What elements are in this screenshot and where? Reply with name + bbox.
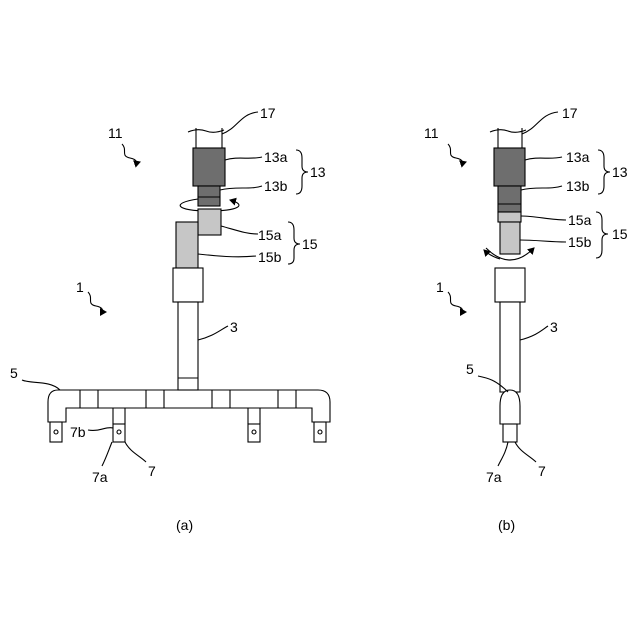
panel-a [22, 112, 330, 466]
label-a-3: 3 [230, 319, 238, 335]
label-b-15a: 15a [568, 212, 592, 228]
label-a-7: 7 [148, 463, 156, 479]
label-a-13a: 13a [264, 149, 288, 165]
connector-block [173, 268, 203, 302]
shaft-3-b [500, 302, 520, 392]
foot-7-right-outer [314, 422, 326, 442]
unit-13a [193, 148, 225, 186]
unit-13b-b [498, 186, 521, 212]
label-a-5: 5 [10, 365, 18, 381]
label-b-13: 13 [612, 164, 628, 180]
label-b-13a: 13a [566, 149, 590, 165]
label-b-11: 11 [424, 125, 439, 141]
connector-block-b [495, 268, 525, 302]
label-a-7b: 7b [70, 424, 86, 440]
caption-b: (b) [498, 517, 515, 533]
foot-7-left-outer [50, 422, 62, 442]
unit-15a-b [498, 212, 521, 222]
unit-15b-b [500, 222, 520, 254]
label-b-7a: 7a [486, 469, 502, 485]
label-a-1: 1 [76, 279, 84, 295]
label-a-15: 15 [302, 236, 318, 252]
shaft-3 [178, 302, 198, 390]
cable-17 [188, 128, 224, 148]
label-b-13b: 13b [566, 178, 590, 194]
foot-7-b [503, 424, 517, 442]
label-a-17: 17 [260, 105, 276, 121]
label-b-17: 17 [562, 105, 578, 121]
label-a-7a: 7a [92, 469, 108, 485]
unit-15a [198, 209, 221, 235]
cable-17-b [490, 128, 526, 148]
unit-15b [176, 222, 198, 268]
foot-7-right-inner [248, 408, 260, 442]
label-b-3: 3 [550, 319, 558, 335]
label-b-5: 5 [466, 361, 474, 377]
label-b-1: 1 [436, 279, 444, 295]
bar-5 [48, 390, 330, 422]
label-a-11: 11 [108, 125, 123, 141]
bar-5-end-view [500, 390, 520, 424]
label-a-15a: 15a [258, 227, 282, 243]
label-a-15b: 15b [258, 249, 282, 265]
label-b-15: 15 [612, 226, 628, 242]
foot-7-left-inner [113, 408, 125, 442]
unit-13a-b [494, 148, 525, 186]
label-a-13b: 13b [264, 178, 288, 194]
label-b-15b: 15b [568, 234, 592, 250]
panel-b [448, 112, 610, 466]
label-b-7: 7 [538, 463, 546, 479]
label-a-13: 13 [310, 164, 326, 180]
unit-13b [198, 186, 220, 206]
caption-a: (a) [176, 517, 193, 533]
